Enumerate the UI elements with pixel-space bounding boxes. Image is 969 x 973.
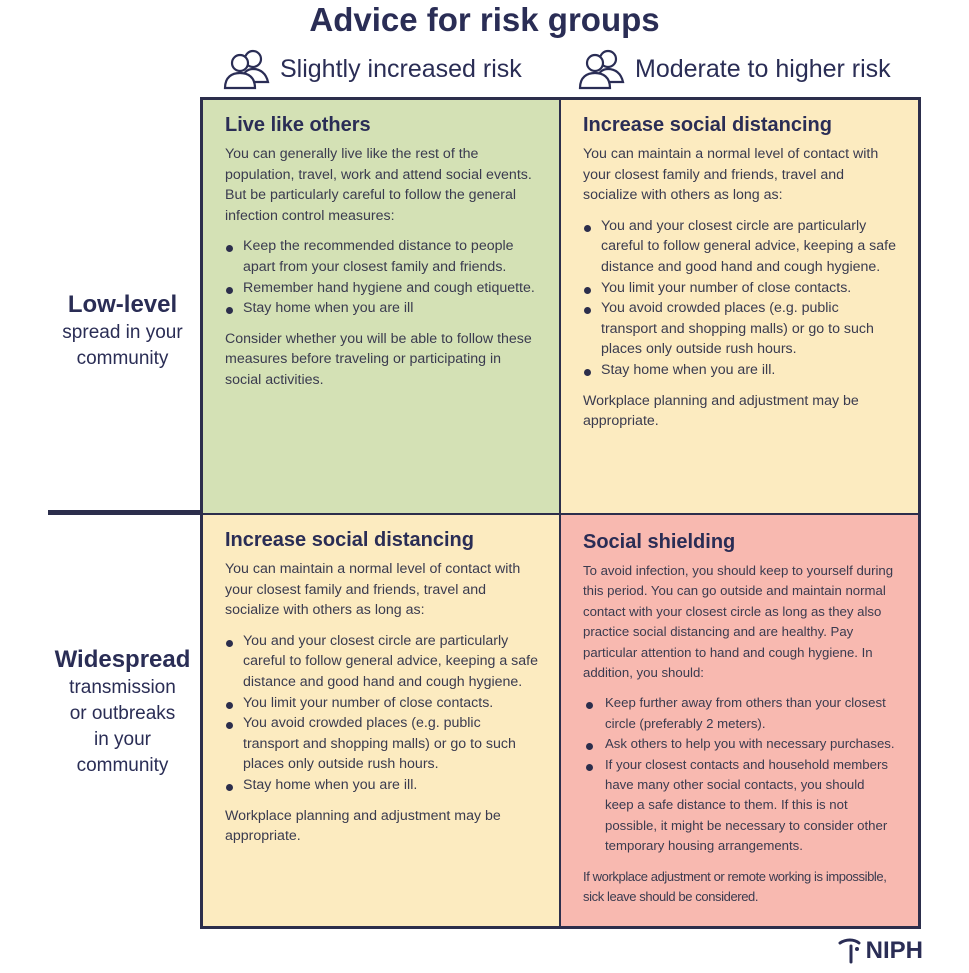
cell-intro: You can generally live like the rest of … [225,146,532,224]
cell-closing: Workplace planning and adjustment may be… [225,807,501,845]
row-header-line: community [76,755,169,776]
bullet-list: You and your closest circle are particul… [225,631,538,796]
list-item: You avoid crowded places (e.g. public tr… [584,298,896,360]
cell-intro: To avoid infection, you should keep to y… [583,563,894,681]
list-item: Keep the recommended distance to people … [226,236,538,277]
niph-logo-icon [838,938,861,964]
cell-closing: Workplace planning and adjustment may be… [583,392,859,430]
bullet-list: You and your closest circle are particul… [583,216,896,381]
cell-social-shielding: Social shielding To avoid infection, you… [559,513,921,929]
cell-heading: Increase social distancing [225,529,474,551]
cell-live-like-others: Live like others You can generally live … [200,97,561,514]
bullet-list: Keep the recommended distance to people … [225,236,538,318]
list-item: Ask others to help you with necessary pu… [586,734,896,754]
row-header-line: in your [93,729,152,750]
row-header-line: or outbreaks [69,703,176,724]
row-header-strong: Widespread [54,646,191,673]
row-header-line: community [76,348,169,369]
row-header-line: transmission [69,677,176,698]
list-item: Stay home when you are ill [226,298,538,319]
cell-increase-social-distancing-top: Increase social distancing You can maint… [559,97,921,514]
niph-logo: NIPH [837,935,923,967]
column-header-label: Slightly increased risk [280,54,522,83]
row-divider [48,510,201,515]
column-header-moderate-higher: Moderate to higher risk [577,44,891,94]
cell-heading: Social shielding [583,531,736,553]
list-item: If your closest contacts and household m… [586,755,896,857]
people-icon [223,49,270,90]
list-item: Remember hand hygiene and cough etiquett… [226,278,538,299]
column-header-slightly-increased: Slightly increased risk [222,44,522,94]
cell-intro: You can maintain a normal level of conta… [583,146,879,204]
row-header-strong: Low-level [67,291,178,318]
list-item: You limit your number of close contacts. [226,693,538,714]
list-item: Stay home when you are ill. [584,360,896,381]
row-header-line: spread in your [62,322,183,343]
cell-intro: You can maintain a normal level of conta… [225,561,521,619]
list-item: You and your closest circle are particul… [226,631,538,693]
list-item: You avoid crowded places (e.g. public tr… [226,713,538,775]
logo-text: NIPH [865,937,923,964]
cell-closing: If workplace adjustment or remote workin… [583,868,887,905]
list-item: Stay home when you are ill. [226,775,538,796]
cell-heading: Increase social distancing [583,114,832,136]
page-title: Advice for risk groups [309,1,660,38]
list-item: You limit your number of close contacts. [584,278,896,299]
people-icon [578,49,625,90]
row-header-low-level: Low-level spread in your community [40,290,205,372]
column-header-label: Moderate to higher risk [635,54,891,83]
cell-closing: Consider whether you will be able to fol… [225,330,532,388]
bullet-list: Keep further away from others than your … [583,693,896,856]
cell-increase-social-distancing-bottom: Increase social distancing You can maint… [200,513,561,929]
list-item: You and your closest circle are particul… [584,216,896,278]
list-item: Keep further away from others than your … [586,693,896,734]
row-header-widespread: Widespread transmission or outbreaks in … [40,645,205,779]
cell-heading: Live like others [225,114,371,136]
